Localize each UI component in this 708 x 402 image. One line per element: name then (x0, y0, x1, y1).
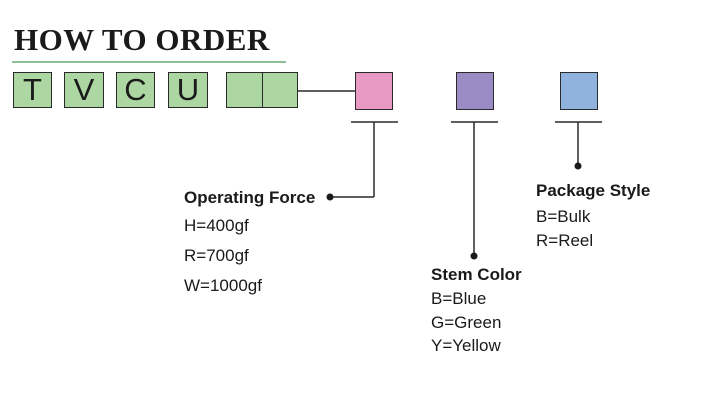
package-style-option: B=Bulk (536, 207, 591, 226)
page-title: HOW TO ORDER (14, 22, 270, 57)
code-box-2: V (64, 72, 104, 108)
code-box-1: T (13, 72, 52, 108)
title-underline (12, 61, 286, 63)
package-style-swatch (560, 72, 598, 110)
code-box-blank-1 (226, 72, 263, 108)
stem-color-label: Stem Color (431, 265, 522, 284)
package-dot (574, 162, 582, 170)
stem-color-swatch (456, 72, 494, 110)
operating-force-option: R=700gf (184, 246, 249, 265)
stem-color-option: G=Green (431, 313, 502, 332)
operating-force-option: H=400gf (184, 216, 249, 235)
force-dot (326, 193, 334, 201)
stem-color-option: Y=Yellow (431, 336, 501, 355)
code-box-3: C (116, 72, 155, 108)
code-box-blank-2 (262, 72, 298, 108)
code-box-4: U (168, 72, 208, 108)
package-style-label: Package Style (536, 181, 651, 200)
stem-color-option: B=Blue (431, 289, 487, 308)
package-style-option: R=Reel (536, 231, 594, 250)
stem-dot (470, 252, 478, 260)
operating-force-label: Operating Force (184, 188, 316, 207)
operating-force-swatch (355, 72, 393, 110)
operating-force-option: W=1000gf (184, 276, 262, 295)
